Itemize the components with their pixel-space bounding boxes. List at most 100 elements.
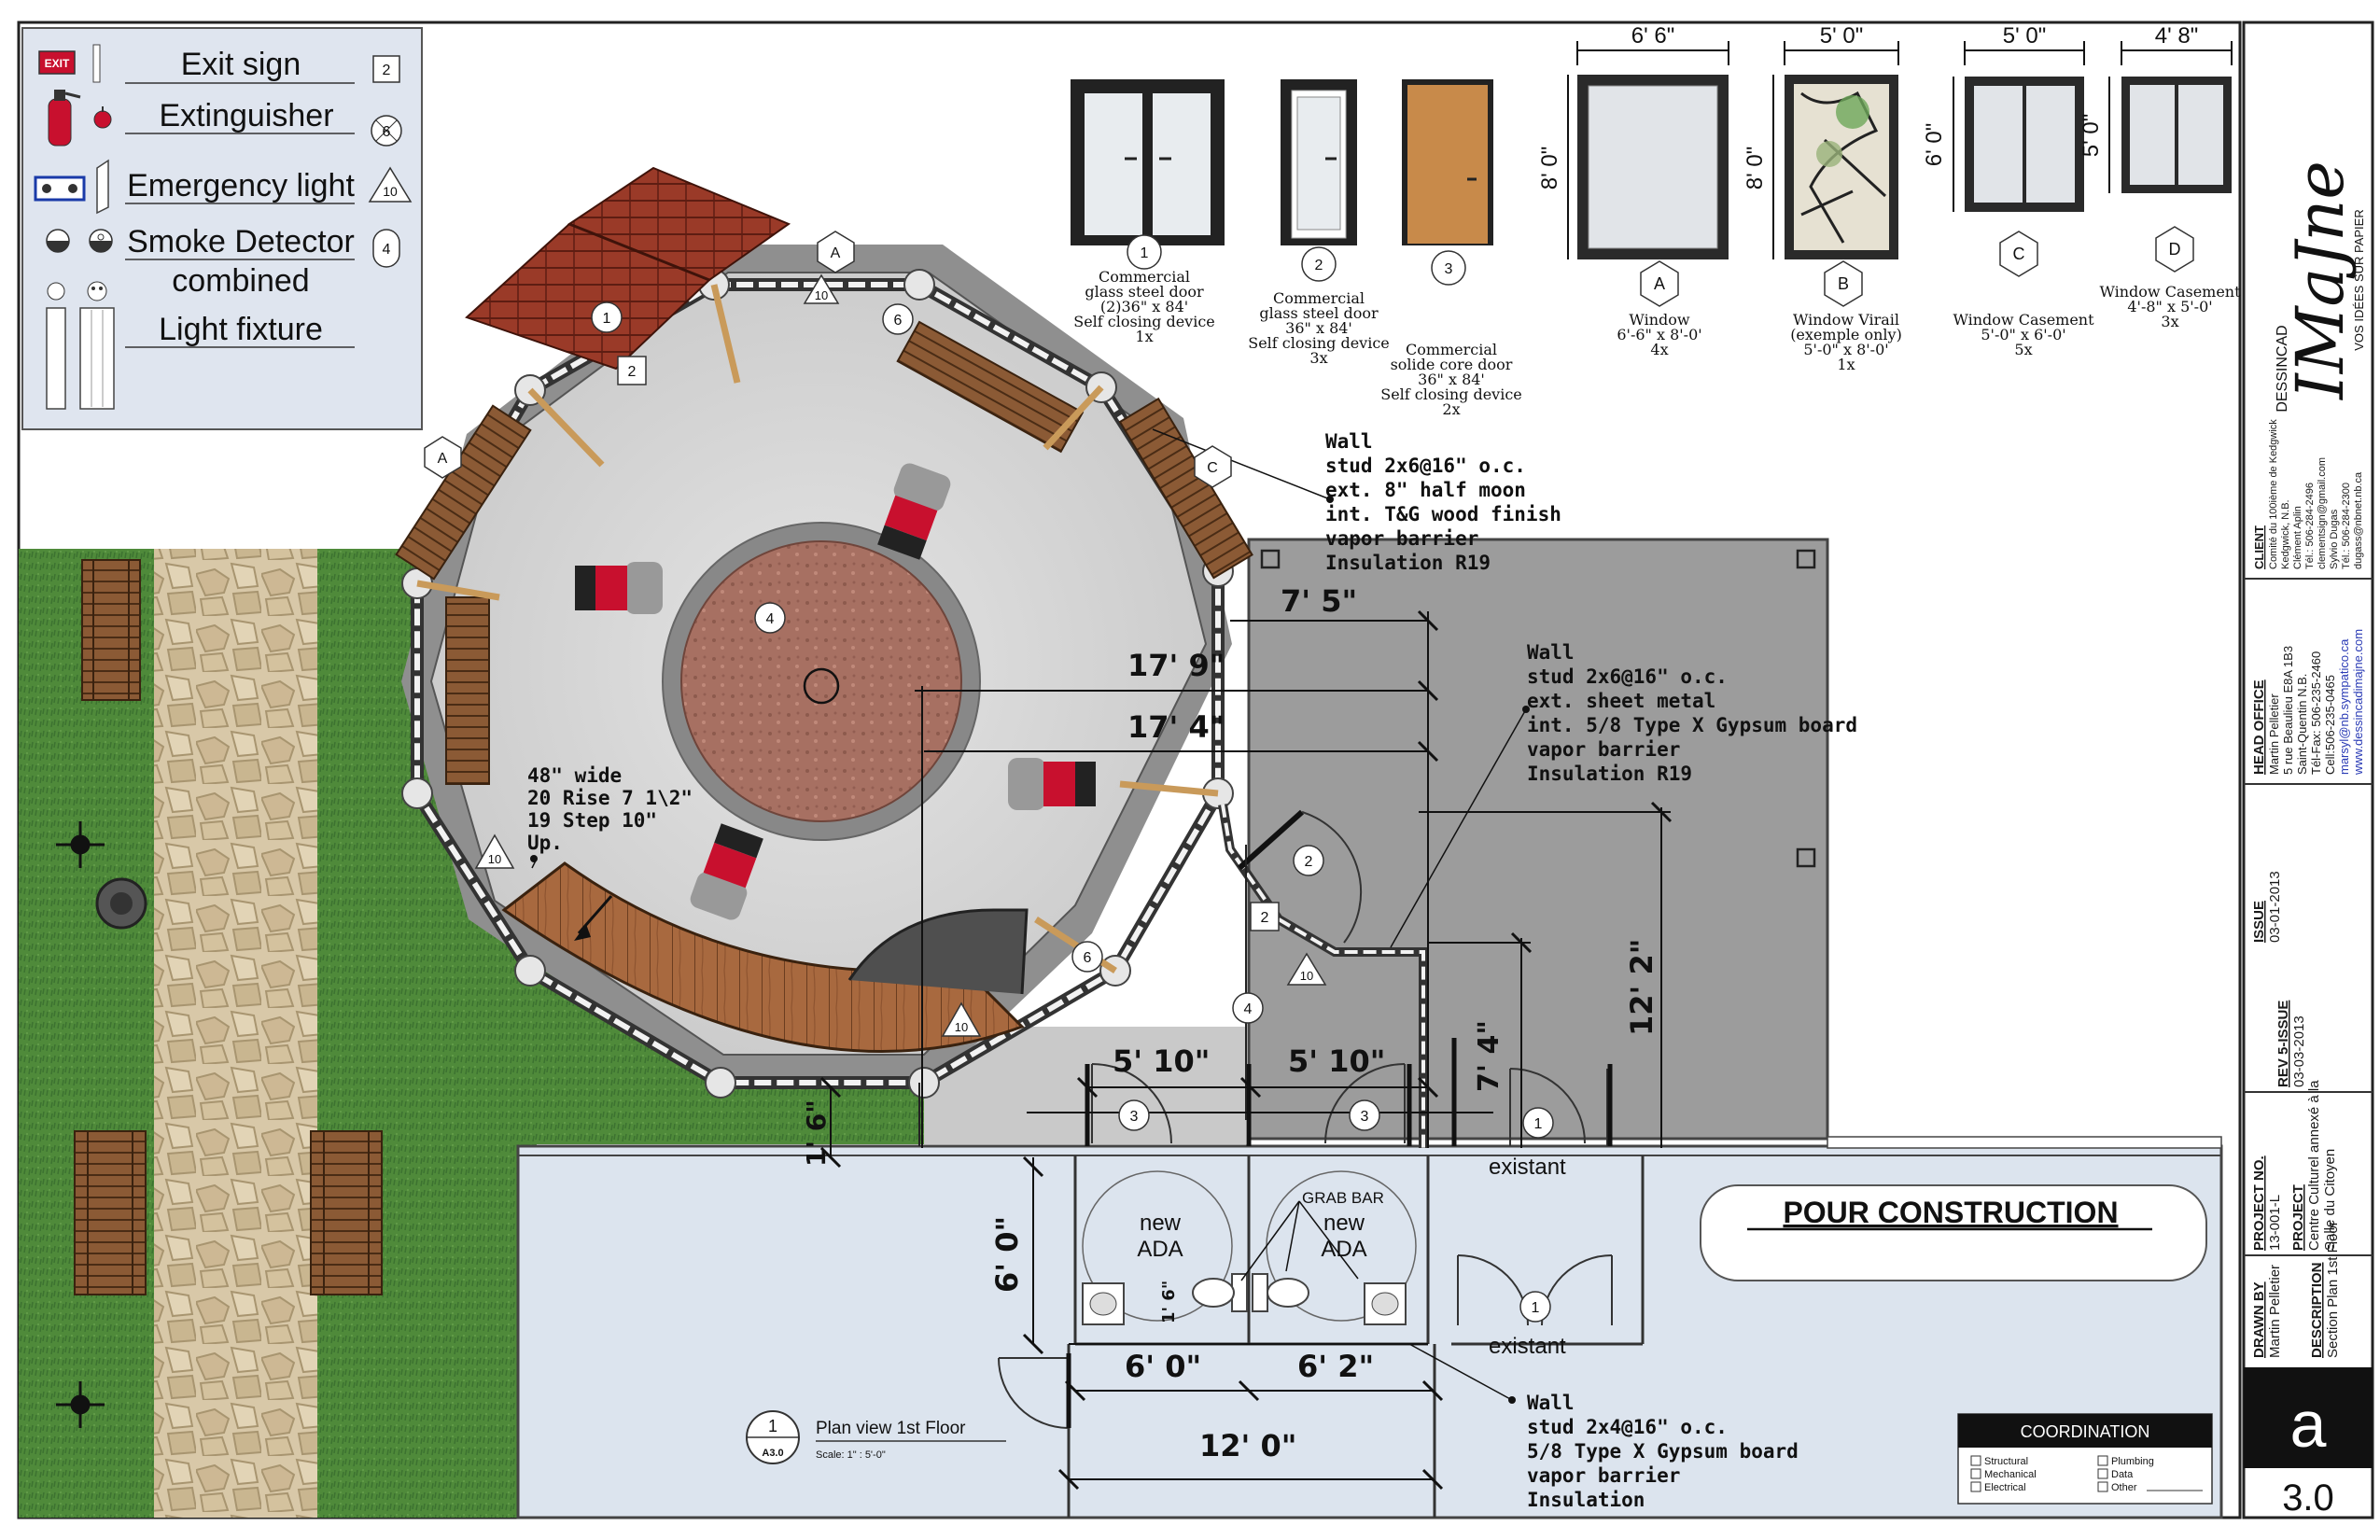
stair-wall: [847, 908, 1029, 995]
check-mechanical[interactable]: [1970, 1468, 1981, 1479]
svg-text:A: A: [831, 245, 841, 261]
email-link[interactable]: marsyl@nb.sympatico.ca: [2337, 638, 2351, 775]
picnic-table-bottom-right: [310, 1130, 383, 1295]
drawn-info: DRAWN BY Martin Pelletier DESCRIPTION Se…: [2251, 1221, 2341, 1358]
toilet-2: [1252, 1273, 1309, 1312]
check-plumbing[interactable]: [2097, 1455, 2108, 1466]
svg-text:2: 2: [628, 364, 637, 380]
svg-text:C: C: [1207, 460, 1218, 476]
smoke-detector-icon: [46, 229, 113, 253]
svg-text:5' 0": 5' 0": [2079, 114, 2104, 157]
svg-text:10: 10: [383, 184, 398, 199]
svg-text:36" x 84': 36" x 84': [1285, 319, 1352, 337]
check-data[interactable]: [2097, 1468, 2108, 1479]
pour-construction-label: POUR CONSTRUCTION: [1783, 1196, 2118, 1229]
svg-text:6: 6: [1084, 950, 1092, 966]
sheet-number: 3.0: [2282, 1477, 2334, 1519]
dim-7-4: 7' 4": [1473, 1020, 1505, 1092]
svg-text:CLIENT: CLIENT: [2252, 525, 2266, 569]
coordination-box: COORDINATION Structural Mechanical Elect…: [1957, 1413, 2213, 1505]
svg-text:Sylvio Dugas: Sylvio Dugas: [2329, 509, 2340, 569]
center-point: [803, 667, 840, 705]
svg-text:Data: Data: [2111, 1469, 2134, 1480]
existant-label-1: existant: [1489, 1155, 1566, 1180]
room-ada-2-line1: new: [1323, 1211, 1365, 1236]
dimension-ticks: [819, 679, 1673, 1491]
svg-text:1x: 1x: [1135, 328, 1153, 345]
legend-extinguisher: Extinguisher: [159, 98, 333, 133]
sink-1: [1082, 1282, 1125, 1325]
svg-text:vapor barrier: vapor barrier: [1325, 527, 1478, 550]
svg-text:20 Rise 7 1\2": 20 Rise 7 1\2": [527, 787, 693, 809]
svg-text:2: 2: [383, 63, 391, 78]
issue-info: ISSUE 03-01-2013 REV 5-ISSUE 03-03-2013: [2251, 871, 2307, 1087]
svg-text:4x: 4x: [1650, 341, 1668, 358]
bench-nw: [395, 404, 532, 581]
svg-text:B: B: [1838, 274, 1849, 293]
svg-text:4' 8": 4' 8": [2155, 23, 2198, 49]
svg-text:10: 10: [1300, 969, 1313, 983]
svg-text:glass steel door: glass steel door: [1259, 304, 1379, 322]
dim-12-0: 12' 0": [1199, 1428, 1296, 1463]
svg-text:ext. sheet metal: ext. sheet metal: [1527, 690, 1715, 712]
picnic-table-top: [81, 559, 141, 701]
timber-beams: [416, 284, 1219, 973]
svg-text:EXIT: EXIT: [45, 57, 70, 70]
sheet-letter: a: [2290, 1388, 2327, 1461]
check-structural[interactable]: [1970, 1455, 1981, 1466]
dim-1-6-left: 1' 6": [801, 1099, 832, 1167]
tag-markers: A A C 1 2 10 6 4 10 10 6 2 2 10 4 3 3 1: [424, 231, 1554, 1323]
pavilion: [395, 166, 1253, 1099]
ada-turning-circle-1: [1082, 1170, 1233, 1322]
svg-text:4: 4: [1244, 1001, 1253, 1017]
client-info: CLIENT Comité du 100ième de Kedgwick Ked…: [2252, 419, 2364, 569]
view-scale: Scale: 1" : 5'-0": [816, 1449, 886, 1461]
svg-text:Insulation: Insulation: [1527, 1489, 1645, 1511]
dim-5-10-right: 5' 10": [1288, 1043, 1385, 1079]
legend-combined: combined: [172, 263, 309, 299]
svg-text:Mechanical: Mechanical: [1984, 1469, 2037, 1480]
svg-text:DRAWN BY: DRAWN BY: [2251, 1281, 2267, 1358]
svg-text:2x: 2x: [1442, 400, 1460, 418]
check-electrical[interactable]: [1970, 1481, 1981, 1492]
svg-text:5' 0": 5' 0": [1820, 23, 1863, 49]
head-office-info: HEAD OFFICE Martin Pelletier 5 rue Beaul…: [2251, 629, 2365, 776]
lamp-post-1: [56, 821, 105, 868]
svg-text:1: 1: [603, 311, 611, 327]
svg-text:Insulation R19: Insulation R19: [1527, 763, 1692, 785]
svg-text:3: 3: [1130, 1109, 1139, 1125]
svg-text:stud 2x6@16" o.c.: stud 2x6@16" o.c.: [1527, 665, 1728, 688]
website-link[interactable]: www.dessincadimajne.com: [2351, 629, 2365, 776]
svg-text:2: 2: [1315, 258, 1323, 273]
dim-17-4: 17' 4": [1127, 709, 1225, 745]
legend-emergency-light: Emergency light: [127, 168, 355, 203]
svg-text:glass steel door: glass steel door: [1085, 283, 1204, 301]
leader-lines: [531, 428, 1527, 1401]
svg-text:5 rue Beaulieu E8A 1B3: 5 rue Beaulieu E8A 1B3: [2281, 646, 2295, 775]
svg-text:Structural: Structural: [1984, 1456, 2028, 1467]
svg-text:int. T&G wood finish: int. T&G wood finish: [1325, 503, 1561, 525]
svg-text:Section Plan 1st Floor: Section Plan 1st Floor: [2325, 1221, 2341, 1358]
svg-text:Martin Pelletier: Martin Pelletier: [2267, 1265, 2283, 1358]
center-planter: [680, 540, 962, 822]
svg-text:48" wide: 48" wide: [527, 764, 622, 787]
svg-text:Window Casement: Window Casement: [1953, 311, 2094, 329]
svg-text:int. 5/8 Type X Gypsum board: int. 5/8 Type X Gypsum board: [1527, 714, 1857, 736]
svg-text:5/8 Type X Gypsum board: 5/8 Type X Gypsum board: [1527, 1440, 1799, 1463]
note-wall-2: Wall stud 2x6@16" o.c. ext. sheet metal …: [1527, 641, 1857, 785]
svg-text:13-001-L: 13-001-L: [2267, 1195, 2283, 1251]
svg-text:5' 0": 5' 0": [2003, 23, 2046, 49]
svg-text:Tél.: 506-284-2300: Tél.: 506-284-2300: [2341, 483, 2352, 569]
svg-text:Wall: Wall: [1325, 430, 1373, 453]
room-ada-1-line2: ADA: [1137, 1237, 1183, 1262]
svg-text:36" x 84': 36" x 84': [1418, 371, 1485, 388]
check-other[interactable]: [2097, 1481, 2108, 1492]
svg-text:6' 0": 6' 0": [1922, 123, 1947, 166]
dim-7-5: 7' 5": [1281, 583, 1357, 619]
svg-text:8' 0": 8' 0": [1537, 147, 1562, 189]
note-wall-3: Wall stud 2x4@16" o.c. 5/8 Type X Gypsum…: [1527, 1392, 1799, 1511]
legend-exit-sign: Exit sign: [181, 47, 301, 82]
svg-text:Commercial: Commercial: [1406, 341, 1497, 358]
existant-label-2: existant: [1489, 1334, 1566, 1359]
